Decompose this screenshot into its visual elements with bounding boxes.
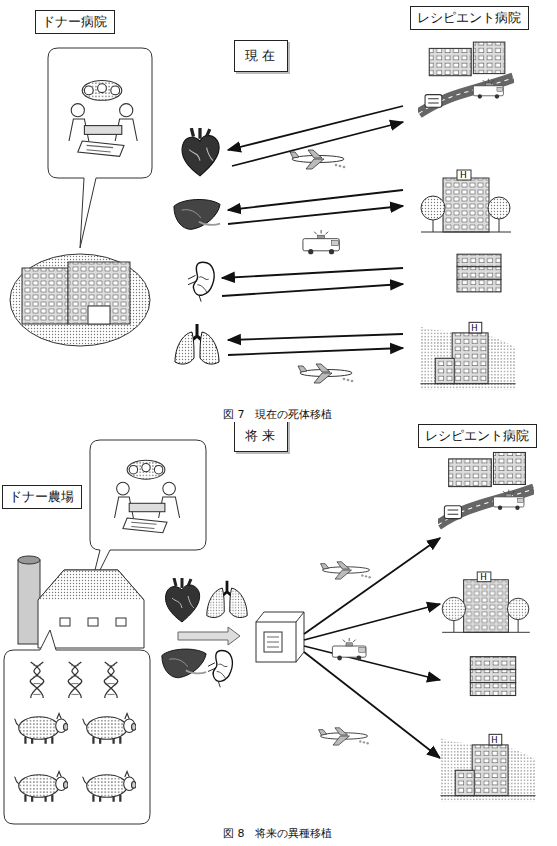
box-text: ドナー病院 bbox=[42, 14, 108, 30]
label-box: ドナー農場 bbox=[2, 485, 82, 509]
label-box: レシピエント病院 bbox=[418, 424, 537, 448]
label-box: レシピエント病院 bbox=[410, 6, 529, 30]
label-box: ドナー病院 bbox=[35, 10, 115, 34]
box-text: 現 在 bbox=[245, 48, 277, 64]
box-text: 将 来 bbox=[245, 428, 277, 444]
box-text: ドナー農場 bbox=[9, 489, 75, 505]
figure-caption: 図 8 将来の異種移植 bbox=[223, 826, 333, 841]
scroll-banner: 現 在 bbox=[234, 40, 288, 72]
scroll-banner: 将 来 bbox=[234, 420, 288, 452]
box-text: レシピエント病院 bbox=[417, 10, 522, 26]
figure-caption: 図 7 現在の死体移植 bbox=[223, 407, 333, 422]
box-text: レシピエント病院 bbox=[425, 428, 530, 444]
